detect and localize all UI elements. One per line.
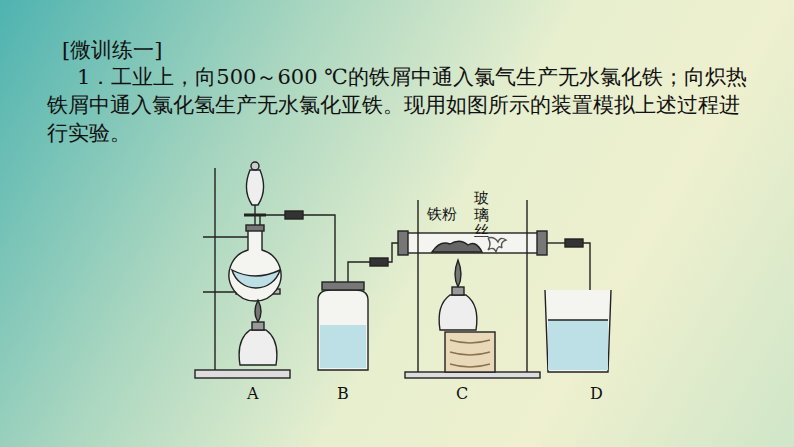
exercise-heading: [微训练一] <box>62 36 162 64</box>
part-label: 玻璃丝 <box>474 190 489 240</box>
apparatus-letter: A <box>247 384 259 403</box>
part-label: 铁粉 <box>427 205 457 224</box>
apparatus-letter: B <box>337 384 349 403</box>
problem-text: 1．工业上，向500～600 ℃的铁屑中通入氯气生产无水氯化铁；向炽热铁屑中通入… <box>47 63 752 147</box>
apparatus-letter: D <box>590 384 603 403</box>
apparatus-letter: C <box>456 384 468 403</box>
